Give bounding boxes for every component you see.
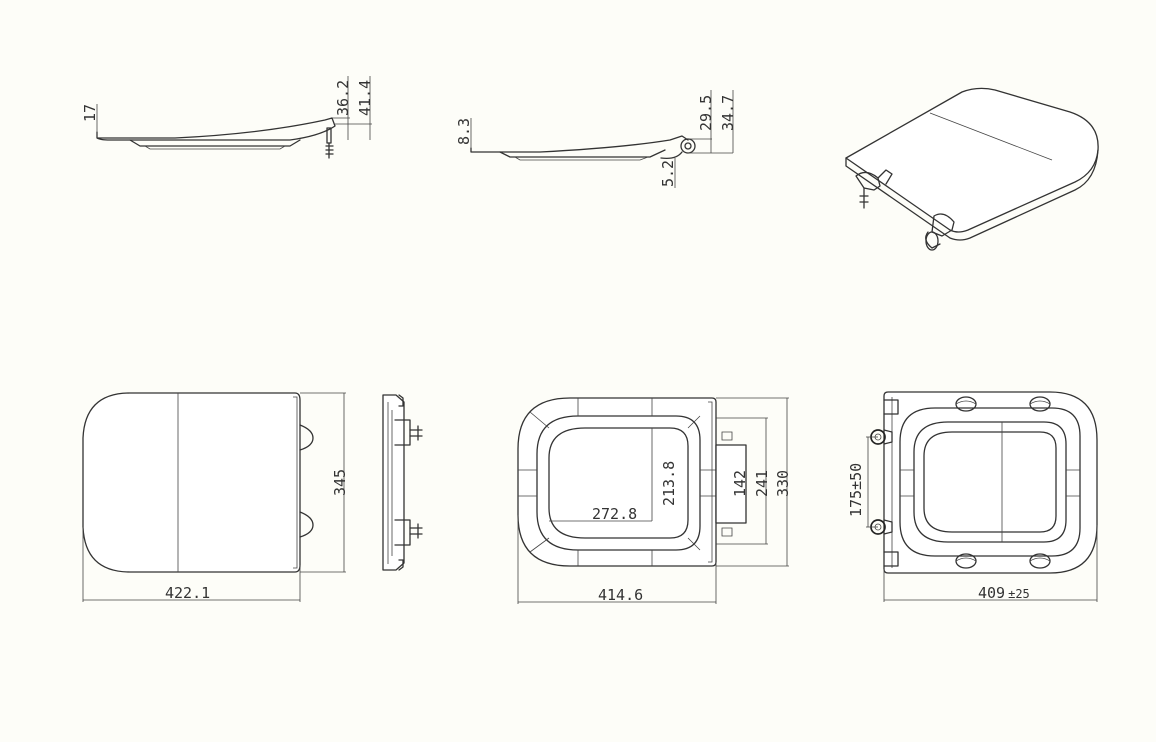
dim-top-width: 345 xyxy=(331,469,349,496)
dim-bottom-inner-length: 272.8 xyxy=(592,505,637,523)
dim-lid-height: 8.3 xyxy=(455,118,473,145)
end-view xyxy=(382,394,423,571)
dim-seat-hinge-1: 36.2 xyxy=(334,80,352,116)
dim-bottom-hinge-span: 142 xyxy=(731,470,749,497)
side-view-seat: 17 36.2 41.4 xyxy=(81,76,374,159)
bottom-view: 213.8 272.8 142 241 330 414.6 xyxy=(517,397,792,604)
dim-bottom-overall-length: 414.6 xyxy=(598,586,643,604)
dim-fixing-length: 409±25 xyxy=(978,584,1030,602)
side-view-lid: 8.3 29.5 34.7 5.2 xyxy=(455,90,737,188)
dim-bottom-mount-span: 241 xyxy=(753,470,771,497)
dim-fixing-spacing: 175±50 xyxy=(847,463,865,517)
dim-fixing-length-value: 409 xyxy=(978,584,1005,602)
dim-top-length: 422.1 xyxy=(165,584,210,602)
dim-lid-hinge-2: 34.7 xyxy=(719,95,737,131)
dim-lid-hinge-offset: 5.2 xyxy=(659,160,677,187)
dim-fixing-length-tolerance: ±25 xyxy=(1008,587,1030,601)
dim-lid-hinge-1: 29.5 xyxy=(697,95,715,131)
isometric-view xyxy=(845,87,1099,251)
dim-seat-hinge-2: 41.4 xyxy=(356,80,374,116)
dim-bottom-inner-width: 213.8 xyxy=(660,461,678,506)
dim-bottom-overall-width: 330 xyxy=(774,470,792,497)
dim-seat-height: 17 xyxy=(81,104,99,122)
top-view: 345 422.1 xyxy=(82,392,349,602)
fixing-view: 175±50 409±25 xyxy=(847,391,1098,602)
